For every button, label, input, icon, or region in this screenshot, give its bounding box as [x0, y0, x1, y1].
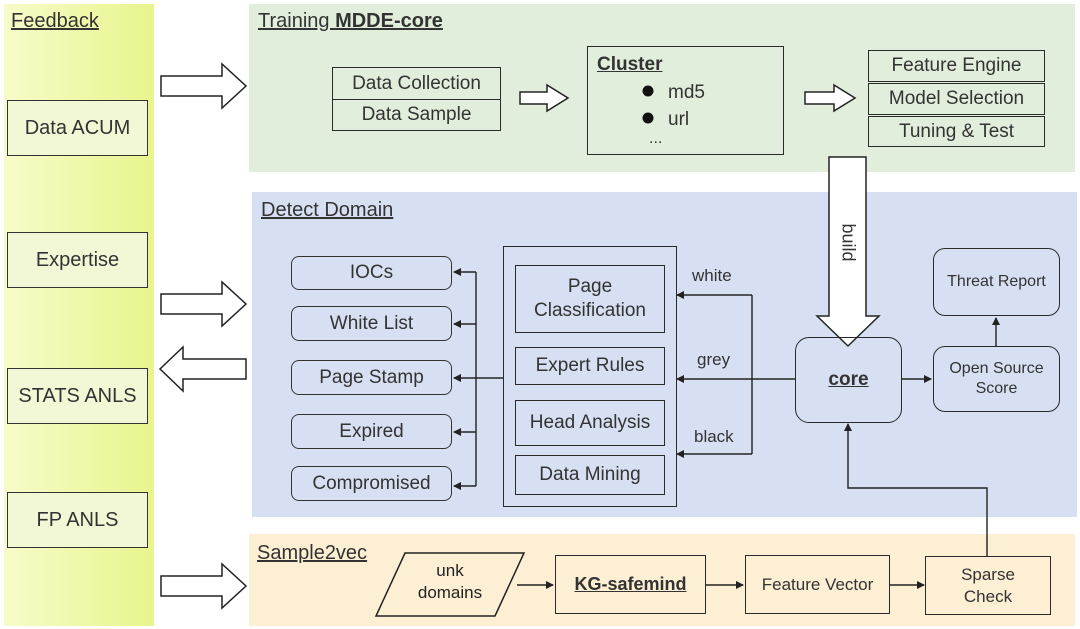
build-label: build	[838, 223, 859, 262]
sample2vec-title: Sample2vec	[257, 542, 368, 564]
training-panel	[249, 4, 1075, 172]
fp-anls-box: FP ANLS	[7, 492, 148, 548]
block-arrow-to-detect	[160, 280, 248, 328]
cluster-box: Cluster md5 url ...	[587, 46, 784, 155]
detect-title: Detect Domain	[261, 199, 394, 221]
unk-domains-label: unk domains	[417, 561, 483, 603]
kg-safemind-box: KG-safemind	[555, 555, 706, 614]
data-sample-label: Data Sample	[361, 104, 472, 126]
edge-label-white: white	[692, 266, 732, 285]
cluster-item-md5: md5	[668, 82, 705, 103]
feedback-title: Feedback	[11, 10, 99, 32]
edge-label-grey: grey	[697, 350, 731, 369]
data-collection-label: Data Collection	[333, 68, 500, 100]
data-collection-sample-box: Data Collection Data Sample	[332, 67, 501, 131]
block-arrow-from-detect	[158, 345, 247, 393]
open-source-score-box: Open Source Score	[933, 346, 1060, 412]
cluster-item-url: url	[668, 109, 690, 130]
block-arrow-to-sample2vec	[160, 562, 248, 610]
data-acum-box: Data ACUM	[7, 100, 148, 156]
output-expired: Expired	[291, 414, 452, 449]
feature-vector-box: Feature Vector	[745, 555, 890, 614]
unk-domains-shape	[374, 552, 526, 617]
tuning-test-box: Tuning & Test	[868, 116, 1045, 147]
sample2vec-panel	[249, 534, 1075, 626]
analysis-container	[503, 246, 677, 507]
arrow-cluster-to-engine	[804, 83, 857, 113]
model-selection-box: Model Selection	[868, 83, 1045, 115]
stats-anls-box: STATS ANLS	[7, 368, 148, 424]
cluster-ellipsis: ...	[649, 130, 663, 147]
data-mining-box: Data Mining	[515, 455, 665, 495]
head-analysis-box: Head Analysis	[515, 400, 665, 446]
threat-report-box: Threat Report	[933, 248, 1060, 316]
output-compromised: Compromised	[291, 466, 452, 501]
page-classification-box: Page Classification	[515, 265, 665, 333]
output-page-stamp: Page Stamp	[291, 360, 452, 395]
output-white-list: White List	[291, 306, 452, 341]
arrow-data-to-cluster	[519, 83, 570, 113]
feature-engine-box: Feature Engine	[868, 50, 1045, 82]
cluster-title: Cluster	[597, 54, 663, 75]
expert-rules-box: Expert Rules	[515, 347, 665, 385]
core-box: core	[795, 337, 902, 423]
edge-label-black: black	[694, 427, 734, 446]
build-arrow	[815, 156, 881, 348]
sparse-check-box: Sparse Check	[925, 556, 1051, 615]
block-arrow-to-training	[160, 62, 248, 110]
output-iocs: IOCs	[291, 256, 452, 290]
training-title: Training MDDE-core	[258, 10, 443, 32]
expertise-box: Expertise	[7, 232, 148, 288]
